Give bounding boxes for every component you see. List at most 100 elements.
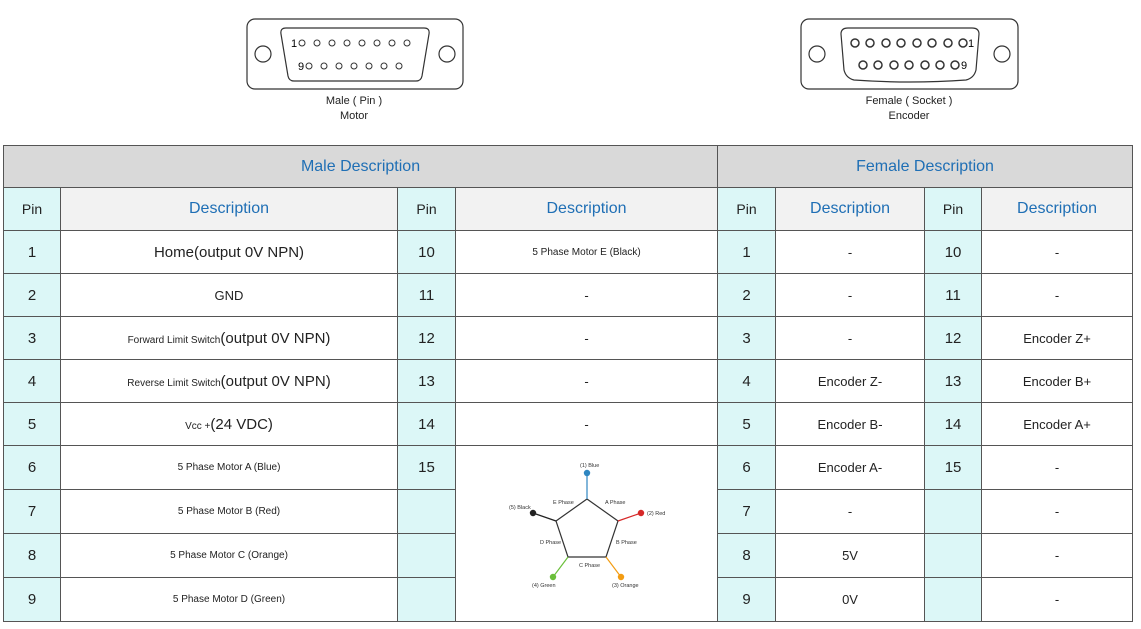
male-desc-cell: 5 Phase Motor D (Green) [60,577,398,622]
pinout-table: Male Description Female Description Pin … [2,145,1134,622]
female-pin2-cell [924,489,983,534]
male-pin2-cell [397,577,456,622]
male-desc2-cell: - [454,359,719,403]
table-row: 9 5 Phase Motor D (Green) 9 0V - [3,577,1134,622]
female-pin-9-label: 9 [961,60,967,72]
pentagon-winding [554,497,619,558]
male-pin2-cell [397,489,456,534]
female-desc-cell: 0V [775,577,926,622]
female-desc-cell: - [775,316,926,360]
male-pin-cell: 5 [3,402,61,446]
male-desc2-header: Description [454,187,719,231]
male-desc-cell: 5 Phase Motor C (Orange) [60,533,398,578]
table-row: 6 5 Phase Motor A (Blue) 15 (1) Blue [3,445,1134,622]
male-desc-header: Description [60,187,398,231]
male-desc-small: Forward Limit Switch [127,334,221,346]
blue-terminal [583,469,590,476]
male-desc2-cell: - [454,402,719,446]
male-desc-cell: 5 Phase Motor A (Blue) [60,445,398,490]
table-row: 2 GND 11 - 2 - 11 - [3,273,1134,317]
female-pin2-cell: 11 [924,273,983,317]
orange-terminal [617,573,624,580]
male-pin-cell: 2 [3,273,61,317]
female-desc-cell: - [775,273,926,317]
female-desc2-cell: - [981,533,1134,578]
male-desc-big: (output 0V NPN) [220,329,331,347]
label-b-phase: B Phase [616,540,637,546]
label-a-phase: A Phase [605,500,626,506]
label-d-phase: D Phase [540,540,561,546]
female-desc2-cell: Encoder A+ [981,402,1134,446]
male-pin-cell: 3 [3,316,61,360]
female-pin-cell: 8 [717,533,777,578]
male-label-line2: Motor [339,110,369,122]
female-desc2-header: Description [981,187,1134,231]
label-c-phase: C Phase [579,563,600,569]
female-desc2-cell: - [981,489,1134,534]
male-pin2-cell: 12 [397,316,456,360]
table-row: 7 5 Phase Motor B (Red) 7 - - [3,489,1134,534]
table-row: 4 Reverse Limit Switch(output 0V NPN) 13… [3,359,1134,403]
female-pin2-cell: 14 [924,402,983,446]
male-desc2-cell: 5 Phase Motor E (Black) [454,230,719,274]
male-pin-header: Pin [3,187,61,231]
table-row: 3 Forward Limit Switch(output 0V NPN) 12… [3,316,1134,360]
female-pin-cell: 4 [717,359,777,403]
label-black: (5) Black [509,505,531,511]
male-pin-cell: 9 [3,577,61,622]
orange-lead [605,556,621,577]
five-phase-motor-diagram: (1) Blue (2) Red (3) Orange (4) Green (5… [509,463,665,589]
female-pin-cell: 2 [717,273,777,317]
male-connector-caption: Male ( Pin ) Motor [244,94,464,124]
label-blue: (1) Blue [580,463,599,469]
female-pin2-cell: 12 [924,316,983,360]
five-phase-diagram-cell: (1) Blue (2) Red (3) Orange (4) Green (5… [454,445,719,622]
male-desc-cell: GND [60,273,398,317]
female-desc2-cell: - [981,273,1134,317]
female-desc2-cell: Encoder B+ [981,359,1134,403]
male-pin2-cell: 13 [397,359,456,403]
male-desc-cell: Vcc +(24 VDC) [60,402,398,446]
label-red: (2) Red [647,511,665,517]
female-pin2-cell: 10 [924,230,983,274]
female-pin-cell: 1 [717,230,777,274]
female-desc2-cell: - [981,445,1134,490]
female-pin-header: Pin [717,187,777,231]
male-desc-small: Reverse Limit Switch [127,377,221,389]
male-desc-big: Home(output 0V NPN) [153,243,305,261]
male-connector-drawing: 1 9 [246,18,464,90]
red-terminal [637,509,644,516]
female-pin-cell: 3 [717,316,777,360]
female-pin-cell: 5 [717,402,777,446]
black-terminal [529,509,536,516]
male-pin-cell: 6 [3,445,61,490]
label-e-phase: E Phase [553,500,574,506]
female-desc-cell: Encoder Z- [775,359,926,403]
male-desc-cell: Home(output 0V NPN) [60,230,398,274]
male-pin-1-label: 1 [291,38,297,50]
male-pin2-cell: 11 [397,273,456,317]
female-desc2-cell: - [981,577,1134,622]
female-pin2-cell [924,577,983,622]
male-pin-cell: 8 [3,533,61,578]
female-pin2-cell: 13 [924,359,983,403]
green-terminal [549,573,556,580]
male-pin-9-label: 9 [298,61,304,73]
female-pin-1-label: 1 [968,38,974,50]
female-desc-cell: 5V [775,533,926,578]
male-pin-cell: 1 [3,230,61,274]
male-description-title: Male Description [2,145,719,188]
column-header-row: Pin Description Pin Description Pin Desc… [3,187,1134,231]
female-pin2-cell: 15 [924,445,983,490]
male-desc-big: GND [214,287,244,303]
male-desc-big: (24 VDC) [210,415,273,433]
female-desc-cell: - [775,230,926,274]
female-description-title: Female Description [717,145,1134,188]
female-connector: 1 9 [800,18,1020,90]
female-pin-cell: 7 [717,489,777,534]
label-green: (4) Green [532,583,556,589]
red-lead [617,511,641,522]
male-label-line1: Male ( Pin ) [325,95,383,107]
male-connector: 1 9 [246,18,464,90]
male-desc-small: Vcc + [185,420,211,432]
